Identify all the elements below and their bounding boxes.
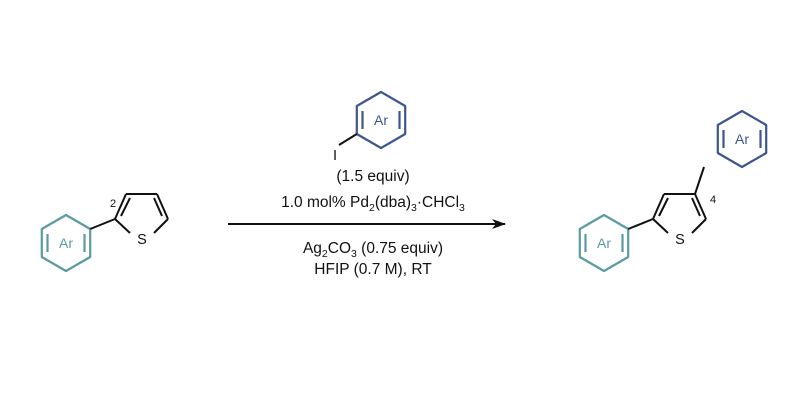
sm-thiophene-ring xyxy=(114,193,169,234)
reagent-aryl-iodide: Ar I xyxy=(333,90,407,164)
sm-position-label: 2 xyxy=(110,198,116,210)
sm-aryl-bond xyxy=(89,218,116,230)
product-sulfur-label: S xyxy=(675,232,685,248)
catalyst-mid: (dba) xyxy=(375,194,411,211)
sm-aryl-label: Ar xyxy=(59,235,73,251)
product-thiophene-ring xyxy=(652,193,707,234)
base-sub2: 3 xyxy=(351,248,357,260)
reagent-aryl-ring xyxy=(355,90,407,150)
product-ring-joint xyxy=(704,153,718,167)
catalyst-mid2: ·CHCl xyxy=(417,194,459,211)
product: Ar S 4 Ar xyxy=(578,109,768,273)
product-aryl-label-c4: Ar xyxy=(735,131,749,147)
catalyst-sub3: 3 xyxy=(459,202,465,214)
base-prefix: Ag xyxy=(303,240,322,257)
catalyst-sub1: 2 xyxy=(369,202,375,214)
starting-material: Ar S 2 xyxy=(40,193,169,273)
product-aryl-ring-c4 xyxy=(716,109,768,169)
condition-catalyst: 1.0 mol% Pd2(dba)3·CHCl3 xyxy=(281,194,465,214)
product-aryl-label-c2: Ar xyxy=(597,235,611,251)
reagent-iodide-bond xyxy=(338,133,358,146)
product-aryl-bond-c4 xyxy=(694,166,705,195)
product-position-label: 4 xyxy=(710,194,716,206)
base-mid: CO xyxy=(328,240,351,257)
base-sub1: 2 xyxy=(322,248,328,260)
catalyst-prefix: 1.0 mol% Pd xyxy=(281,194,369,211)
condition-reagent-equiv: (1.5 equiv) xyxy=(336,168,409,185)
condition-base: Ag2CO3 (0.75 equiv) xyxy=(303,240,443,260)
catalyst-sub2: 3 xyxy=(411,202,417,214)
condition-solvent: HFIP (0.7 M), RT xyxy=(314,261,432,278)
reagent-iodine-label: I xyxy=(333,148,337,164)
reagent-aryl-label: Ar xyxy=(374,112,388,128)
reaction-conditions: (1.5 equiv) 1.0 mol% Pd2(dba)3·CHCl3 Ag2… xyxy=(228,168,506,278)
sm-sulfur-label: S xyxy=(137,232,147,248)
base-suffix: (0.75 equiv) xyxy=(357,240,443,257)
product-aryl-bond-c2 xyxy=(627,218,654,230)
